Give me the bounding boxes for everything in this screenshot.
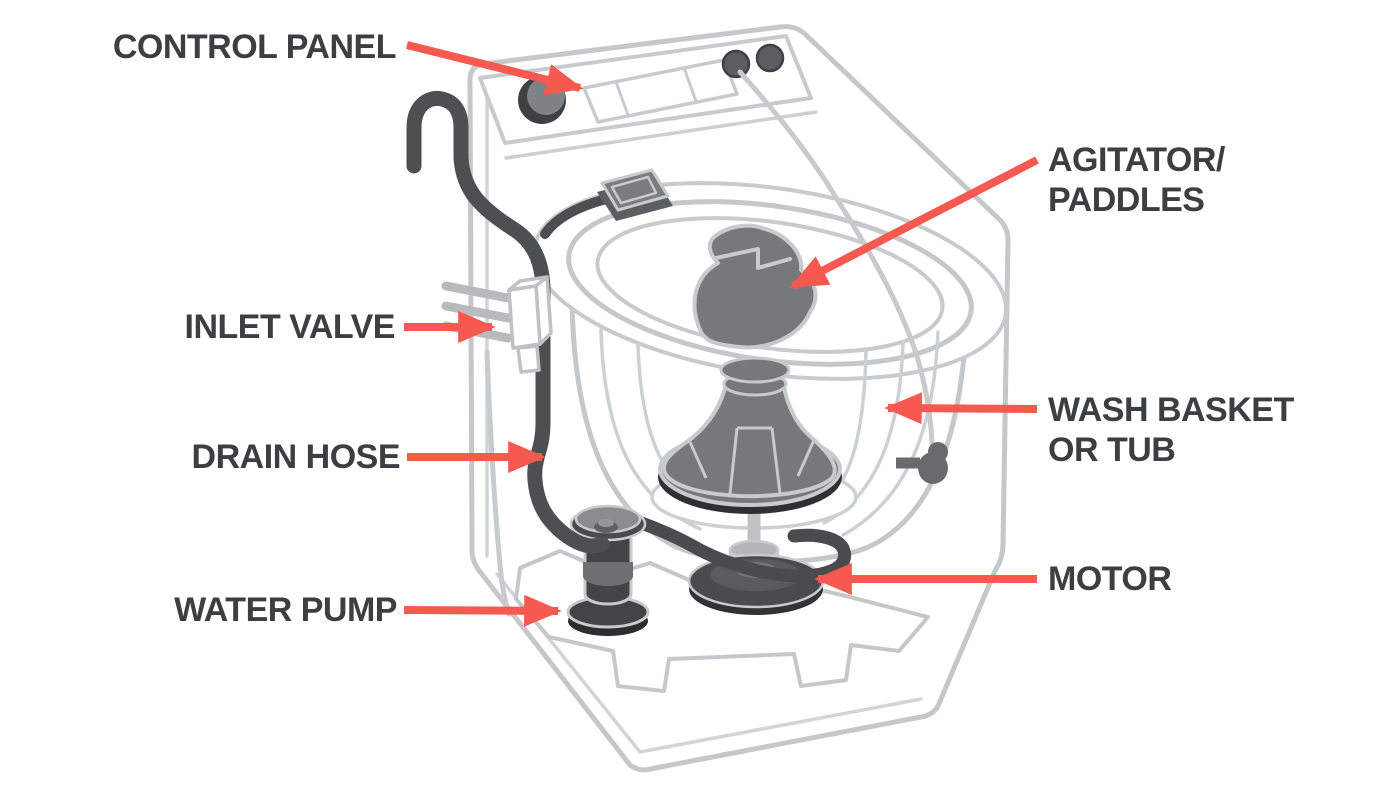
label-agitator-paddles: AGITATOR/ PADDLES (1048, 140, 1225, 220)
label-motor: MOTOR (1048, 559, 1172, 599)
label-line: PADDLES (1048, 181, 1205, 219)
arrow-water-pump (403, 594, 562, 627)
control-knob-small-1 (721, 49, 751, 79)
arrow-agitator-paddles (789, 156, 1039, 290)
tub-side-nub (896, 442, 948, 484)
label-line: MOTOR (1048, 560, 1172, 598)
control-knob-small-2 (755, 43, 785, 73)
label-control-panel: CONTROL PANEL (112, 27, 397, 67)
agitator-graphic (658, 223, 842, 514)
inlet-valve-graphic (441, 275, 553, 617)
label-line: INLET VALVE (184, 308, 396, 346)
drive-belt-graphic (607, 507, 852, 583)
label-line: CONTROL PANEL (112, 28, 397, 66)
label-line: OR TUB (1048, 431, 1176, 469)
label-wash-basket-or-tub: WASH BASKET OR TUB (1048, 390, 1294, 470)
label-line: DRAIN HOSE (191, 438, 401, 476)
arrow-wash-basket-or-tub (884, 392, 1038, 425)
label-inlet-valve: INLET VALVE (184, 307, 396, 347)
arrow-control-panel (406, 41, 584, 96)
label-line: WASH BASKET (1048, 391, 1294, 429)
lid-lock-graphic (540, 168, 673, 239)
label-line: WATER PUMP (174, 591, 397, 629)
label-line: AGITATOR/ (1048, 141, 1225, 179)
drain-hose-graphic (406, 90, 610, 554)
label-water-pump: WATER PUMP (174, 590, 397, 630)
pressure-hose-line (737, 69, 935, 447)
label-drain-hose: DRAIN HOSE (191, 437, 401, 477)
